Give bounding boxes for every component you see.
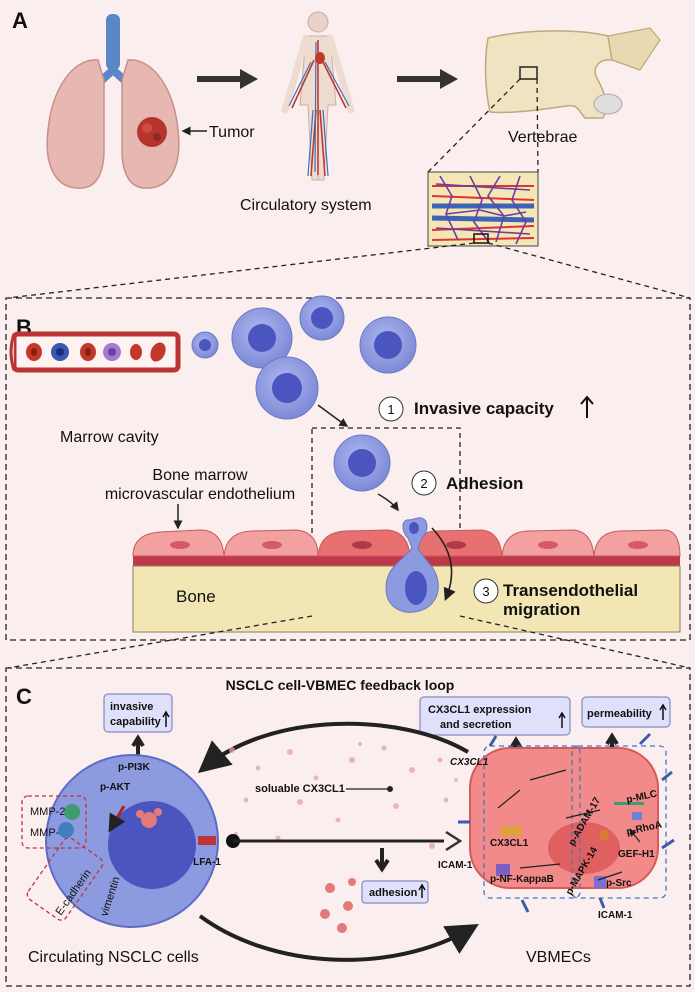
arrow-lung-to-body — [197, 69, 258, 89]
cx3cl1-top-label: CX3CL1 — [450, 757, 489, 768]
circulatory-body-illustration — [281, 11, 355, 181]
emt-group — [26, 837, 104, 921]
invasive-box-line1: invasive — [110, 701, 153, 713]
tumor-label: Tumor — [209, 124, 255, 141]
soluble-dots — [229, 742, 458, 849]
endothelium-label-line1: Bone marrow — [152, 467, 248, 484]
step-1-number: 1 — [387, 402, 394, 417]
step-2-number: 2 — [420, 476, 427, 491]
permeability-label: permeability — [587, 708, 653, 720]
mmp2-label: MMP-2 — [30, 806, 65, 818]
invasive-box — [103, 693, 173, 733]
step-3-number: 3 — [482, 584, 489, 599]
icam1-bottom-label: ICAM-1 — [598, 910, 633, 921]
panel-c-letter: C — [16, 684, 32, 709]
panel-a-letter: A — [12, 8, 28, 33]
soluble-cx3cl1-label: soluable CX3CL1 — [255, 783, 345, 795]
bone-marrow-inset — [427, 171, 539, 247]
endothelium-label-line2: microvascular endothelium — [105, 486, 295, 503]
increase-arrow-icon — [580, 395, 594, 418]
permeability-box — [581, 696, 671, 728]
cx3cl1-expression-box — [419, 696, 571, 736]
nsclc-cells-label: Circulating NSCLC cells — [28, 949, 199, 966]
cx3cl1-box-line2: and secretion — [440, 719, 512, 731]
adhesion-label: adhesion — [369, 887, 418, 899]
tumor-mass — [137, 117, 167, 147]
marrow-cavity-label: Marrow cavity — [60, 429, 159, 446]
bone-label: Bone — [176, 587, 216, 606]
src-label: p-Src — [606, 878, 632, 889]
lungs-illustration — [46, 14, 180, 189]
step-3-label-line2: migration — [503, 600, 580, 619]
gefh1-label: GEF-H1 — [618, 849, 655, 860]
vbmec-cell — [458, 732, 675, 913]
arrow-body-to-vertebrae — [397, 69, 458, 89]
vbmecs-label: VBMECs — [526, 949, 591, 966]
mmp9-label: MMP-9 — [30, 827, 65, 839]
blood-vessel — [9, 331, 181, 373]
step-3-label-line1: Transendothelial — [503, 581, 638, 600]
adhesion-dots — [320, 878, 356, 933]
cx3cl1-mid-label: CX3CL1 — [490, 838, 529, 849]
akt-label: p-AKT — [100, 782, 130, 793]
panel-c: C NSCLC cell-VBMEC feedback loop invasiv… — [5, 667, 691, 987]
transmigrating-cell — [385, 517, 439, 613]
nfkb-label: p-NF-KappaB — [490, 874, 554, 885]
vertebra-illustration — [484, 27, 661, 119]
step-1-label: Invasive capacity — [414, 399, 554, 418]
cx3cl1-box-line1: CX3CL1 expression — [428, 704, 532, 716]
panel-a: A Tumor Circulatory system — [7, 8, 691, 299]
pi3k-label: p-PI3K — [118, 762, 150, 773]
lfa1-label: LFA-1 — [193, 857, 221, 868]
adhesion-box — [361, 880, 429, 904]
step-2-label: Adhesion — [446, 474, 523, 493]
invasive-box-line2: capability — [110, 716, 162, 728]
mmp-group — [21, 795, 87, 849]
panel-b: B Marrow cavity 1 Invasive capacity — [5, 295, 691, 669]
vertebrae-label: Vertebrae — [508, 129, 577, 146]
lfa1-receptor — [198, 836, 216, 845]
circulatory-label: Circulatory system — [240, 197, 372, 214]
panel-c-title: NSCLC cell-VBMEC feedback loop — [226, 677, 455, 693]
icam1-left-label: ICAM-1 — [438, 860, 473, 871]
